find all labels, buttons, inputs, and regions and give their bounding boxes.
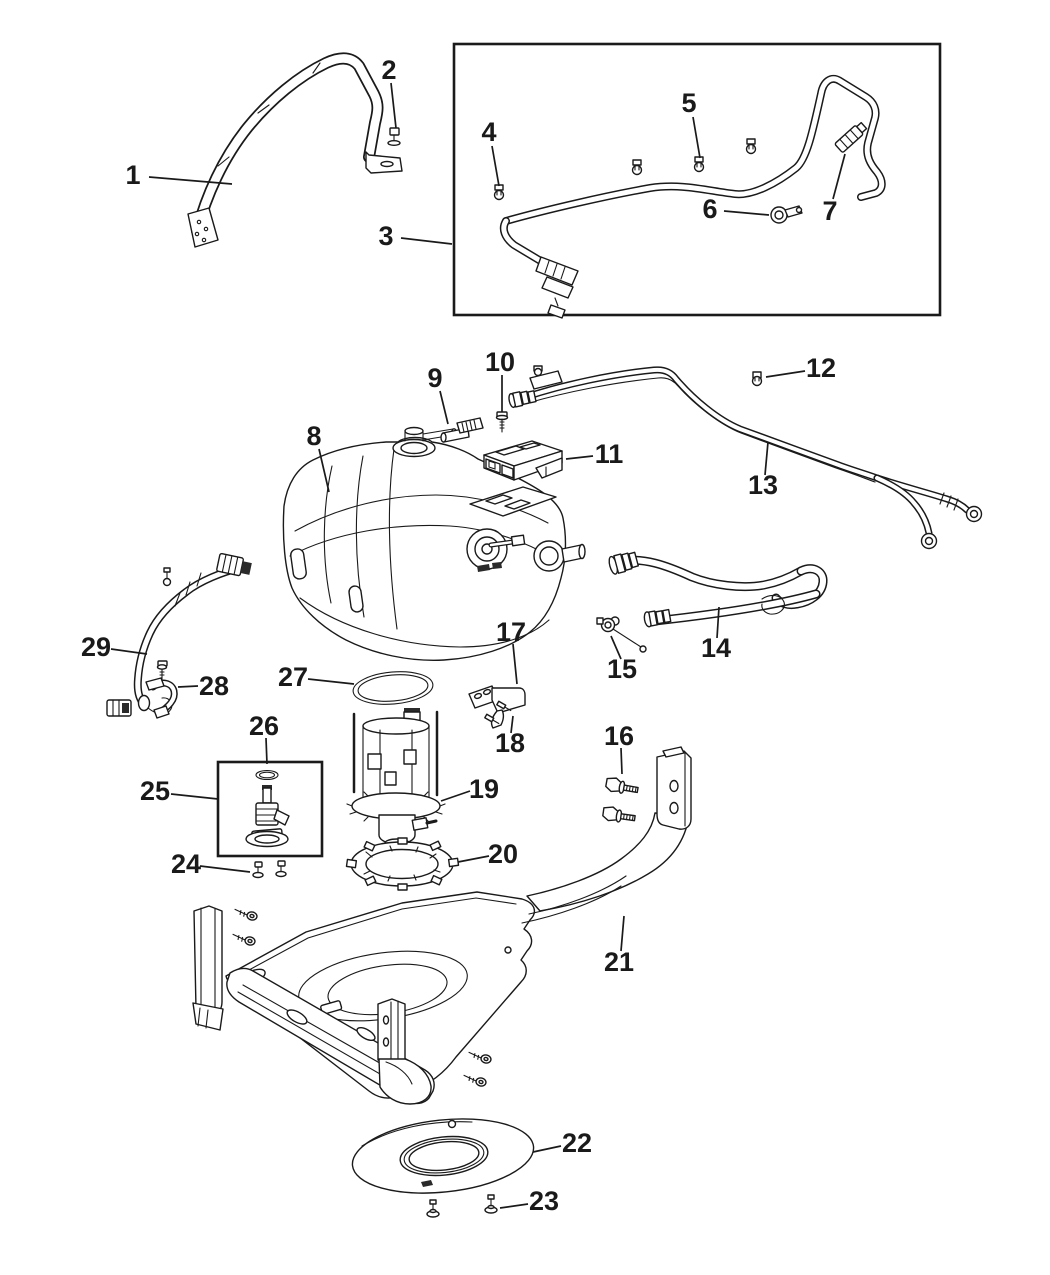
- callout-6-leader: [723, 210, 770, 216]
- part-16-bolts: [602, 777, 639, 823]
- callout-5: 5: [681, 88, 696, 118]
- callout-14: 14: [701, 633, 731, 663]
- part-2-strap-bolt: [387, 127, 401, 146]
- callout-19: 19: [469, 774, 499, 804]
- callout-13-leader: [764, 441, 769, 476]
- part-5-line-clip: [693, 156, 705, 173]
- part-19-fuel-pump-module: [346, 708, 446, 848]
- callout-23: 23: [529, 1186, 559, 1216]
- callout-10: 10: [485, 347, 515, 377]
- part-24-screws: [252, 860, 287, 879]
- callout-29-leader: [110, 648, 148, 655]
- mid-line-clip-b: [745, 138, 757, 155]
- part-25-fuel-pump: [245, 785, 290, 848]
- callout-6: 6: [702, 194, 717, 224]
- callout-23-leader: [499, 1203, 529, 1209]
- callout-21: 21: [604, 947, 634, 977]
- part-13-fuel-lines: [508, 365, 983, 550]
- callout-16: 16: [604, 721, 634, 751]
- part-9-retainer: [440, 417, 484, 443]
- part-15-clamp: [596, 616, 647, 653]
- part-6-clamp: [770, 205, 803, 224]
- callout-17-leader: [512, 643, 518, 685]
- callout-28: 28: [199, 671, 229, 701]
- callout-24-leader: [199, 865, 251, 873]
- callout-25: 25: [140, 776, 170, 806]
- callout-29: 29: [81, 632, 111, 662]
- detail-box-frame: [452, 42, 942, 317]
- part-4-line-clip: [493, 184, 505, 201]
- part-1-tank-strap: [187, 52, 403, 248]
- part-18-screws: [484, 700, 512, 725]
- detail-box-fuel-line-bundle: [452, 42, 942, 319]
- part-17-bracket: [468, 685, 526, 729]
- part-14-filler-hose: [608, 551, 828, 628]
- callout-18-leader: [510, 715, 514, 734]
- callout-15: 15: [607, 654, 637, 684]
- mid-line-clip-a: [631, 159, 643, 176]
- callout-9-leader: [439, 390, 449, 425]
- callout-11-leader: [565, 455, 594, 460]
- callout-25-leader: [170, 793, 219, 800]
- callout-26-leader: [265, 737, 268, 765]
- line-end-connector: [508, 390, 537, 409]
- callout-7-leader: [832, 153, 846, 200]
- callout-4: 4: [481, 117, 496, 147]
- callout-12: 12: [806, 353, 836, 383]
- fuel-line-bundle: [499, 74, 886, 319]
- callout-26: 26: [249, 711, 279, 741]
- callout-27-leader: [307, 678, 355, 685]
- callout-19-leader: [440, 790, 471, 802]
- callout-1: 1: [125, 160, 140, 190]
- part-26-o-ring: [255, 769, 279, 781]
- callout-20-leader: [457, 855, 490, 863]
- callout-21-leader: [620, 915, 625, 952]
- callout-18: 18: [495, 728, 525, 758]
- skid-plate-screws: [232, 908, 492, 1087]
- callout-8-leader: [318, 448, 330, 493]
- callout-13: 13: [748, 470, 778, 500]
- callout-3: 3: [378, 221, 393, 251]
- part-11-control-module: [483, 440, 563, 481]
- callout-2: 2: [381, 55, 396, 85]
- part-8-fuel-tank: [282, 426, 586, 662]
- callout-8: 8: [306, 421, 321, 451]
- callout-14-leader: [716, 606, 720, 639]
- callout-2-leader: [390, 82, 397, 129]
- callout-24: 24: [171, 849, 201, 879]
- callout-15-leader: [610, 635, 622, 660]
- callout-7: 7: [822, 196, 837, 226]
- callout-4-leader: [491, 145, 500, 187]
- callout-16-leader: [620, 747, 623, 775]
- callout-20: 20: [488, 839, 518, 869]
- part-23-screws: [426, 1194, 498, 1218]
- callout-17: 17: [496, 617, 526, 647]
- part-7-connector: [834, 121, 868, 153]
- part-28-bracket: [145, 660, 178, 719]
- callout-22: 22: [562, 1128, 592, 1158]
- part-12-clip: [751, 371, 763, 387]
- tank-label-mark: [477, 564, 490, 572]
- callout-22-leader: [532, 1145, 562, 1153]
- callout-12-leader: [765, 370, 806, 378]
- part-29-vent-hose: [106, 552, 252, 717]
- part-20-lock-ring: [345, 837, 460, 891]
- part-22-access-cover: [351, 1118, 535, 1194]
- part-10-screw: [495, 411, 509, 433]
- part-27-seal-ring: [352, 671, 434, 705]
- detail-box-fuel-pump: [216, 760, 324, 858]
- callout-9: 9: [427, 363, 442, 393]
- callout-11: 11: [595, 439, 624, 469]
- callout-3-leader: [400, 237, 453, 245]
- callout-28-leader: [177, 685, 199, 688]
- callout-5-leader: [692, 116, 701, 159]
- callout-27: 27: [278, 662, 308, 692]
- callout-1-leader: [148, 176, 233, 185]
- part-21-tank-support: [192, 746, 692, 1105]
